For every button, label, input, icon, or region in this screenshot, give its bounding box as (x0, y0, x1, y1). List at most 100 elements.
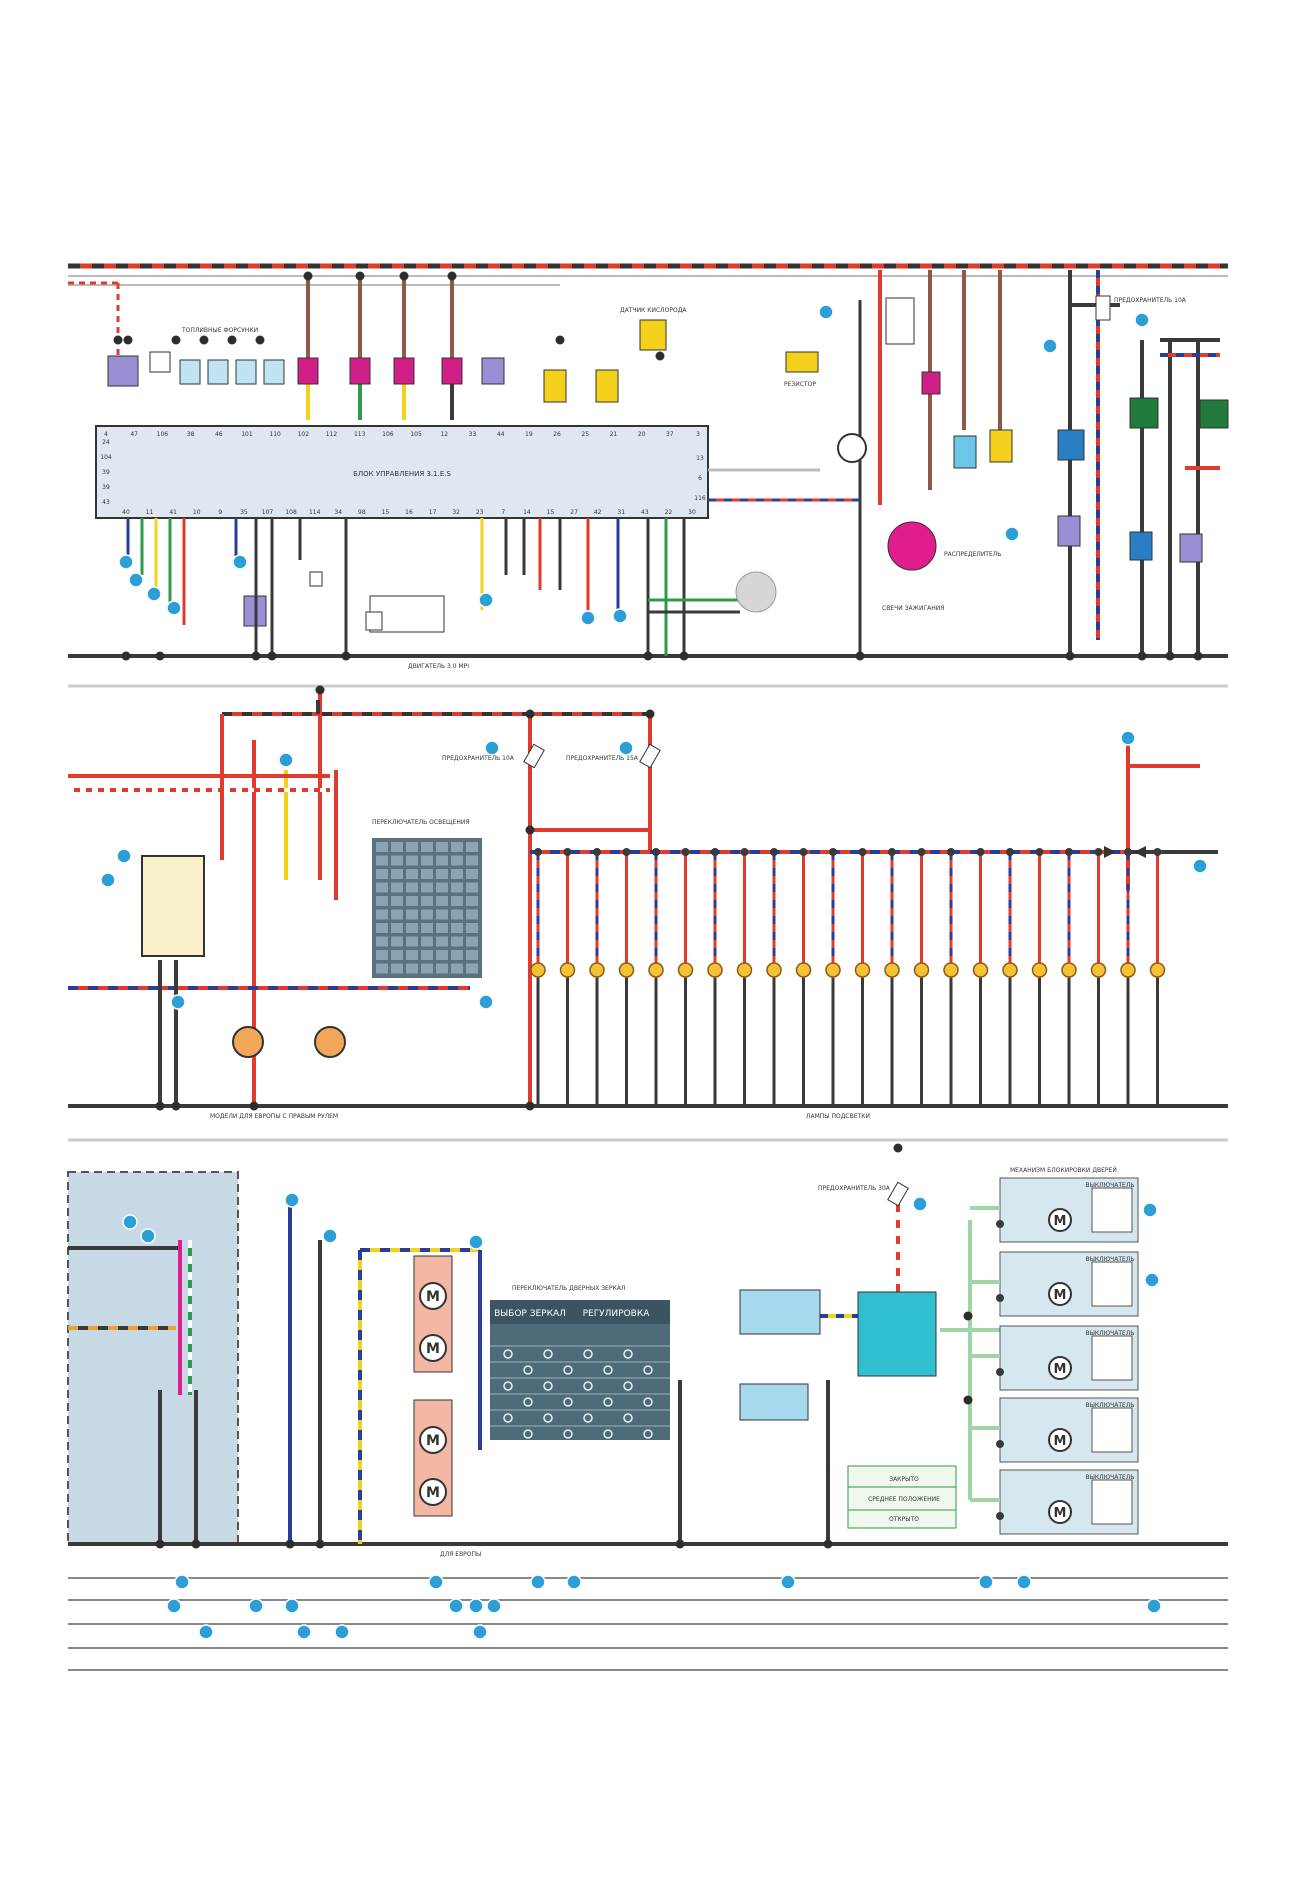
grid-node (583, 1413, 593, 1423)
lamp-splice (1124, 848, 1132, 856)
matrix-cell (466, 936, 478, 947)
ecu-pin: 114 (309, 509, 321, 516)
distributor (887, 521, 937, 571)
matrix-cell (406, 963, 418, 974)
splice-dot (355, 271, 365, 281)
ecu-pin: 37 (666, 431, 674, 438)
connector-dot (122, 1214, 138, 1230)
connector-dot (780, 1574, 796, 1590)
matrix-cell (391, 950, 403, 960)
grid-node (503, 1349, 513, 1359)
matrix-cell (436, 963, 448, 974)
ecu-pin: 26 (553, 431, 561, 438)
lock-switch-label: ВЫКЛЮЧАТЕЛЬ (1086, 1182, 1135, 1189)
lock-motor-symbol (1048, 1356, 1072, 1380)
splice-dot (267, 651, 277, 661)
grid-node (583, 1381, 593, 1391)
lamp-bulb (943, 962, 959, 978)
lamp-bulb (913, 962, 930, 978)
matrix-cell (391, 923, 403, 933)
connector-dot (284, 1192, 300, 1208)
headlight-switch-matrix (372, 838, 482, 978)
matrix-cell (421, 869, 433, 879)
matrix-cell (451, 923, 463, 933)
crank-sensor (735, 571, 777, 613)
connector-dot (278, 752, 294, 768)
matrix-cell (391, 882, 403, 893)
label-fuse-top: ПРЕДОХРАНИТЕЛЬ 10А (1114, 297, 1187, 304)
lock-motor-label: M (1054, 1506, 1067, 1521)
splice-dot (679, 651, 689, 661)
matrix-cell (466, 869, 478, 879)
connector-dot (232, 554, 248, 570)
label-fuse-a: ПРЕДОХРАНИТЕЛЬ 10А (442, 755, 515, 762)
ecu-pin: 16 (405, 509, 413, 516)
matrix-cell (451, 896, 463, 906)
lamp-splice (858, 848, 867, 856)
splice-dot (303, 271, 313, 281)
ecu-pin: 42 (594, 509, 602, 516)
ecu-pin: 7 (501, 509, 505, 516)
connector-dot (566, 1574, 582, 1590)
lock-state-3: ОТКРЫТО (889, 1516, 919, 1523)
connector-dot (1004, 526, 1020, 542)
matrix-cell (436, 882, 448, 893)
matrix-cell (466, 950, 478, 960)
splice-dot (227, 335, 237, 345)
ecu-pin: 101 (241, 431, 253, 438)
matrix-cell (451, 909, 463, 920)
matrix-cell (391, 896, 403, 906)
label-oxygen-sensor: ДАТЧИК КИСЛОРОДА (620, 307, 687, 314)
matrix-cell (466, 923, 478, 933)
lamp-splice (563, 848, 572, 856)
grid-node (543, 1381, 553, 1391)
ecu-pin: 46 (215, 431, 223, 438)
lamp-bulb (1090, 962, 1107, 978)
lock-switch-label: ВЫКЛЮЧАТЕЛЬ (1086, 1256, 1135, 1263)
connector-dot (198, 1624, 214, 1640)
grid-node (523, 1429, 533, 1439)
lamp-splice (829, 848, 837, 856)
matrix-cell (436, 950, 448, 960)
matrix-cell (421, 963, 433, 974)
connector-dot (146, 586, 162, 602)
motor-label: M (426, 1433, 440, 1449)
connector-dot (530, 1574, 546, 1590)
splice-dot (155, 1101, 165, 1111)
splice-dot (643, 651, 653, 661)
mirror-header-1: ВЫБОР ЗЕРКАЛ (494, 1309, 566, 1319)
connector-dot (618, 740, 634, 756)
ecu-pin: 106 (382, 431, 394, 438)
matrix-cell (376, 869, 388, 879)
connector-dot (612, 608, 628, 624)
splice-dot (251, 651, 261, 661)
matrix-cell (421, 842, 433, 852)
ecu-pin: 12 (440, 431, 448, 438)
lamp-bulb (1031, 962, 1048, 978)
ecu-pin: 107 (262, 509, 274, 516)
lamp-bulb (589, 962, 605, 978)
matrix-cell (391, 869, 403, 879)
matrix-cell (376, 923, 388, 933)
ecu-pin: 32 (452, 509, 460, 516)
matrix-cell (436, 869, 448, 879)
lock-motor-symbol (1048, 1428, 1072, 1452)
matrix-cell (376, 909, 388, 920)
shaded-option-panel (67, 1171, 239, 1545)
motor-label: M (426, 1341, 440, 1357)
lock-switch-grid (1091, 1407, 1133, 1453)
grid-node (563, 1365, 573, 1375)
connector-dot (170, 994, 186, 1010)
connector-dot (118, 554, 134, 570)
connector-dot (484, 740, 500, 756)
lock-switch-grid (1091, 1187, 1133, 1233)
lock-motor-label: M (1054, 1288, 1067, 1303)
matrix-cell (376, 882, 388, 893)
splice-dot (1165, 651, 1175, 661)
ecu-pin: 27 (570, 509, 578, 516)
splice-dot (555, 335, 565, 345)
ecu-pin: 9 (218, 509, 222, 516)
lamp-splice (770, 848, 778, 856)
